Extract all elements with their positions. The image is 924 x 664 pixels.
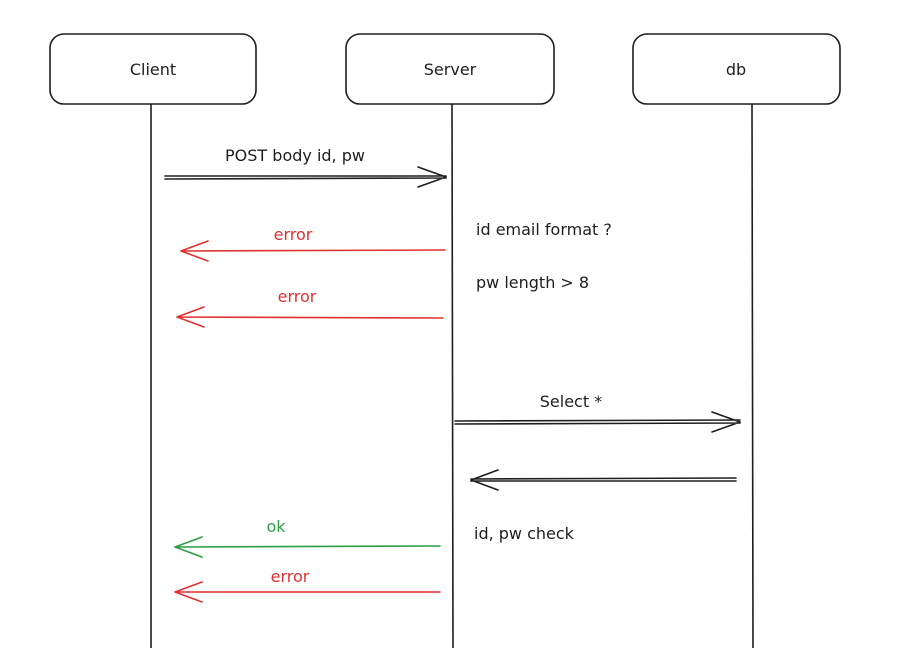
db-label: db	[726, 60, 746, 79]
db-response-arrow	[470, 469, 737, 491]
post-request-arrow: POST body id, pw	[164, 146, 447, 188]
select-query-arrow: Select *	[454, 392, 741, 433]
db-lifeline	[751, 103, 754, 649]
post-request-label: POST body id, pw	[225, 146, 365, 165]
client-box[interactable]: Client	[49, 33, 257, 105]
server-label: Server	[424, 60, 477, 79]
email-format-note: id email format ?	[476, 220, 612, 239]
check-error-arrow: error	[174, 567, 441, 603]
db-box[interactable]: db	[632, 33, 841, 105]
server-lifeline	[451, 103, 454, 649]
length-error-label: error	[278, 287, 317, 306]
pw-length-note: pw length > 8	[476, 273, 589, 292]
ok-response-arrow: ok	[174, 517, 441, 558]
client-label: Client	[130, 60, 176, 79]
server-box[interactable]: Server	[345, 33, 555, 105]
length-error-arrow: error	[176, 287, 444, 328]
ok-response-label: ok	[266, 517, 286, 536]
check-error-label: error	[271, 567, 310, 586]
select-query-label: Select *	[540, 392, 602, 411]
credential-check-note: id, pw check	[474, 524, 575, 543]
email-error-label: error	[274, 225, 313, 244]
email-error-arrow: error	[180, 225, 446, 262]
